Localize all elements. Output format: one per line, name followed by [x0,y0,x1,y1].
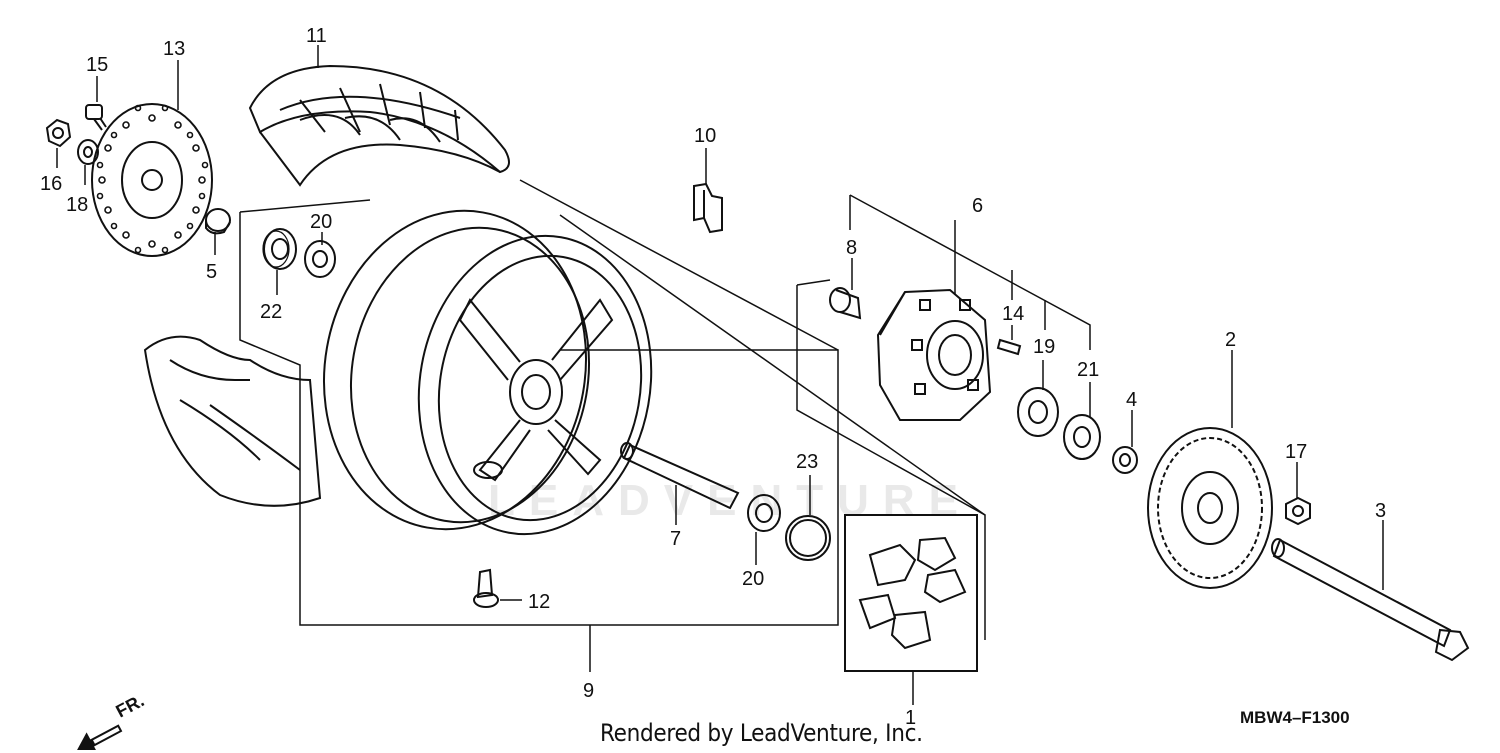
axle-spacer[interactable] [620,442,740,510]
callout-11: 11 [306,25,327,47]
callout-20a: 20 [310,211,332,233]
callout-5: 5 [206,261,217,283]
callout-16: 16 [40,173,62,195]
watermark: LEADVENTURE [488,476,973,525]
callout-23: 23 [796,451,818,473]
disc-nut[interactable] [45,118,72,148]
callout-2: 2 [1225,329,1236,351]
callout-19: 19 [1033,336,1055,358]
flange-collar[interactable] [829,287,862,320]
diagram-code: MBW4–F1300 [1240,708,1350,727]
flange-stud[interactable] [996,338,1022,356]
callout-8: 8 [846,237,857,259]
callout-17: 17 [1285,441,1307,463]
sprocket-nut[interactable] [1285,496,1311,526]
leader-lines [56,45,1384,705]
bearing-22[interactable] [262,228,297,270]
bearing-19[interactable] [1017,387,1059,437]
wheel-damper-rubbers[interactable] [844,514,978,672]
wheel-rim[interactable] [299,190,674,553]
bearing-20-left[interactable] [304,240,336,278]
driven-sprocket[interactable] [1147,427,1273,589]
callout-9: 9 [583,680,594,702]
callout-1: 1 [905,707,916,729]
front-direction-arrow-icon: FR. [76,690,147,750]
side-collar[interactable] [205,208,231,235]
tire[interactable] [143,64,510,507]
bearing-21[interactable] [1063,414,1101,460]
callout-6: 6 [972,195,983,217]
footer-credit: Rendered by LeadVenture, Inc. [600,719,923,747]
callout-10: 10 [694,125,716,147]
callout-22: 22 [260,301,282,323]
bearing-20-lower[interactable] [747,494,781,532]
callout-20b: 20 [742,568,764,590]
callout-7: 7 [670,528,681,550]
callout-14: 14 [1002,303,1024,325]
o-ring[interactable] [785,515,831,561]
callout-4: 4 [1126,389,1137,411]
disc-washer[interactable] [77,139,99,165]
brake-disc[interactable] [91,103,213,257]
rear-axle[interactable] [1271,538,1470,662]
callout-3: 3 [1375,500,1386,522]
callout-21: 21 [1077,359,1099,381]
driven-flange-collar[interactable] [1112,446,1138,474]
direction-label: FR. [112,690,147,721]
final-driven-flange[interactable] [876,288,992,421]
callout-12: 12 [528,591,550,613]
disc-bolt[interactable] [85,104,107,131]
callout-18: 18 [66,194,88,216]
callout-13: 13 [163,38,185,60]
callout-15: 15 [86,54,108,76]
clip[interactable] [693,182,723,234]
callout-labels: 1 2 3 4 5 6 7 8 9 10 11 12 13 14 15 16 1… [40,25,1386,729]
tire-valve[interactable] [473,568,499,608]
